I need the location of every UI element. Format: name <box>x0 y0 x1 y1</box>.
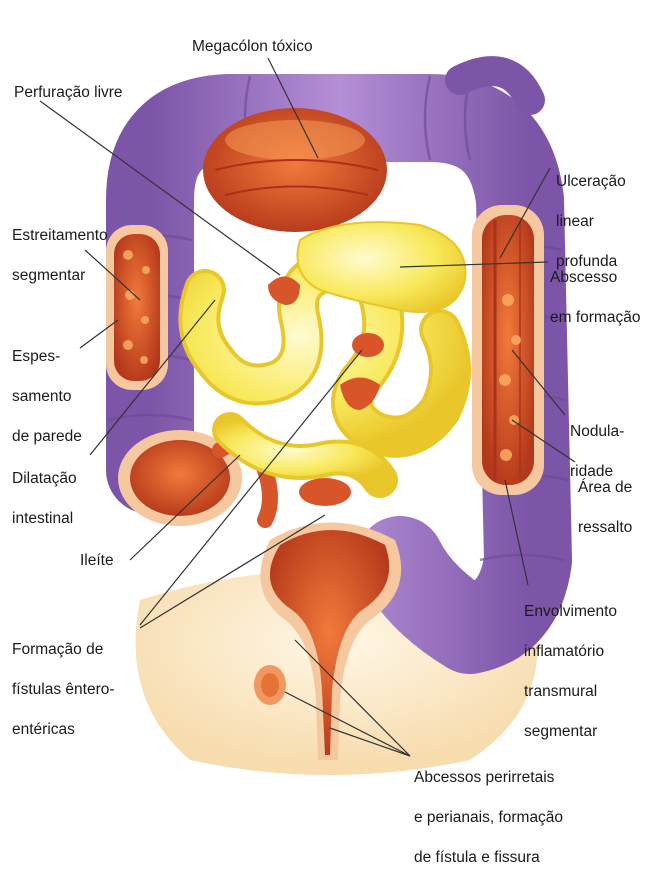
label-segmental-stricture: Estreitamento segmentar <box>12 206 108 306</box>
crohn-disease-diagram: Megacólon tóxico Perfuração livre Estrei… <box>0 0 658 848</box>
label-megacolon: Megacólon tóxico <box>192 37 313 57</box>
label-free-perforation: Perfuração livre <box>14 83 123 103</box>
label-wall-thickening: Espes- samento de parede <box>12 327 82 467</box>
label-perianal-abscesses: Abcessos perirretais e perianais, formaç… <box>414 748 563 888</box>
label-segmental-transmural-inflammation: Envolvimento inflamatório transmural seg… <box>524 582 617 762</box>
label-ileitis: Ileíte <box>80 551 114 571</box>
label-forming-abscess: Abscesso em formação <box>550 248 640 348</box>
label-enteroenteric-fistulas: Formação de fístulas êntero- entéricas <box>12 620 115 760</box>
label-rebound-area: Área de ressalto <box>578 458 632 558</box>
label-intestinal-dilation: Dilatação intestinal <box>12 449 77 549</box>
